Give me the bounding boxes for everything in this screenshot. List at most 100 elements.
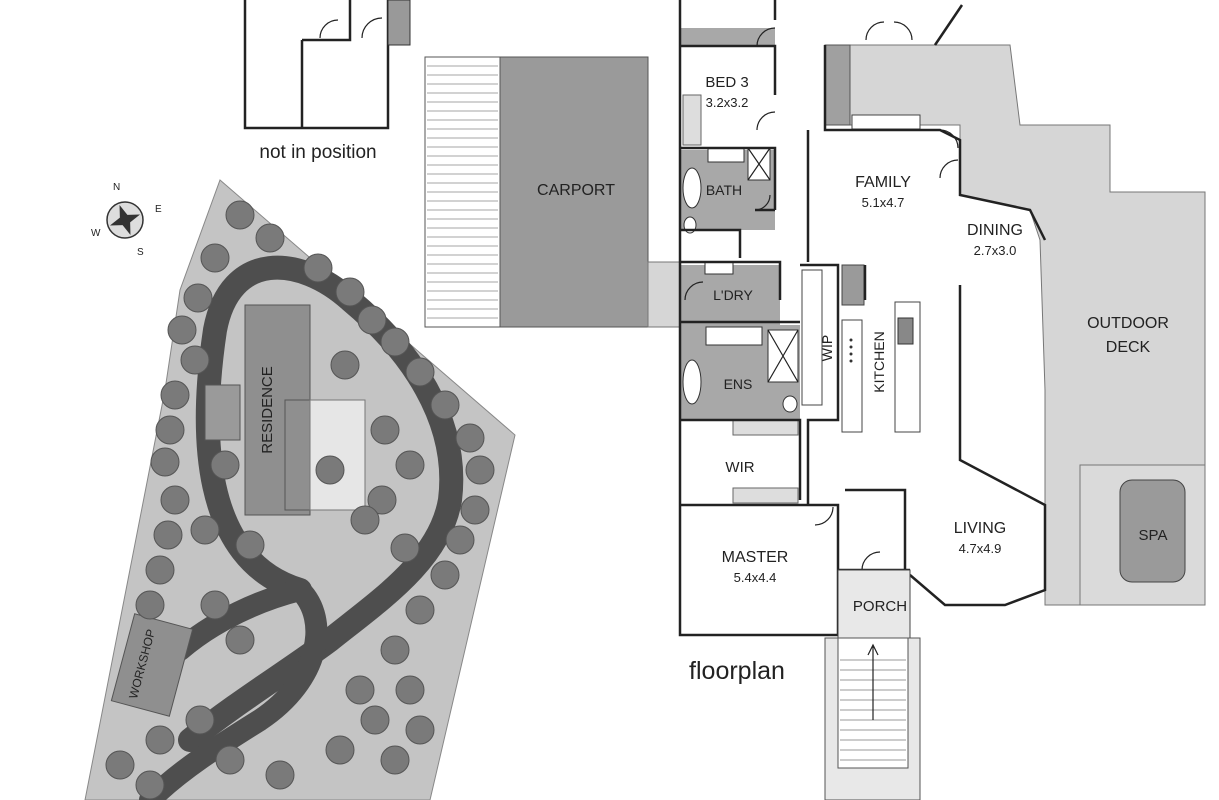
laundry-floor — [680, 265, 780, 325]
tree-icon — [455, 423, 485, 453]
detached-building: not in position — [243, 0, 411, 163]
tree-icon — [465, 455, 495, 485]
tree-icon — [390, 533, 420, 563]
tree-icon — [330, 350, 360, 380]
master-label: MASTER — [722, 549, 789, 566]
kitchen-side-bench — [841, 319, 863, 433]
ensuite-tub — [682, 359, 702, 405]
tree-icon — [153, 520, 183, 550]
kitchen-bench — [841, 264, 865, 306]
tree-icon — [303, 253, 333, 283]
tree-icon — [430, 560, 460, 590]
stairs-arrow-icon — [867, 643, 879, 720]
fridge-space — [801, 269, 823, 406]
tree-icon — [160, 380, 190, 410]
wip-label: WIP — [819, 335, 835, 361]
tree-icon — [145, 725, 175, 755]
laundry-bench — [704, 261, 734, 275]
tree-icon — [405, 357, 435, 387]
carport-link — [647, 261, 681, 328]
driveway-spur — [169, 579, 311, 661]
cooktop — [897, 317, 914, 345]
not-in-position-label: not in position — [259, 142, 376, 163]
tree-icon — [150, 447, 180, 477]
tree-icon — [357, 305, 387, 335]
tree-icon — [160, 485, 190, 515]
ensuite-toilet — [782, 395, 798, 413]
tree-icon — [460, 495, 490, 525]
porch-label: PORCH — [853, 598, 907, 615]
ensuite-vanity — [705, 326, 763, 346]
tree-icon — [315, 455, 345, 485]
kitchen-label: KITCHEN — [871, 331, 887, 392]
family-label: FAMILY — [855, 174, 911, 191]
driveway-branch — [139, 579, 328, 800]
dining-size: 2.7x3.0 — [974, 243, 1017, 258]
tree-icon — [105, 750, 135, 780]
tree-icon — [380, 635, 410, 665]
tree-icon — [200, 243, 230, 273]
carport-label: CARPORT — [537, 182, 615, 199]
carport-stair-treads — [427, 65, 498, 319]
compass-s: S — [137, 247, 144, 258]
trees — [105, 200, 495, 800]
house-plan: SPA OUTDOOR DECK — [678, 0, 1206, 800]
laundry-label: L'DRY — [713, 287, 753, 303]
tree-icon — [395, 675, 425, 705]
tree-icon — [210, 450, 240, 480]
outdoor-deck-label-2: DECK — [1106, 339, 1151, 356]
tree-icon — [185, 705, 215, 735]
spa-label: SPA — [1139, 527, 1168, 544]
tree-icon — [405, 715, 435, 745]
tree-icon — [395, 450, 425, 480]
tree-icon — [145, 555, 175, 585]
tree-icon — [350, 505, 380, 535]
living-size: 4.7x4.9 — [959, 541, 1002, 556]
tree-icon — [360, 705, 390, 735]
bed3-size: 3.2x3.2 — [706, 95, 749, 110]
wir-shelf-top — [732, 419, 799, 436]
bed3-label: BED 3 — [705, 74, 748, 91]
bath-tub — [682, 167, 702, 209]
detached-fixture — [387, 0, 411, 46]
bath-vanity — [707, 147, 745, 163]
compass-w: W — [91, 228, 101, 239]
tree-icon — [225, 200, 255, 230]
ensuite-label: ENS — [724, 376, 753, 392]
compass: N E S W — [91, 182, 162, 258]
tree-icon — [325, 735, 355, 765]
family-size: 5.1x4.7 — [862, 195, 905, 210]
living-label: LIVING — [954, 520, 1006, 537]
compass-e: E — [155, 204, 162, 215]
tree-icon — [135, 590, 165, 620]
residence-deck — [309, 399, 366, 511]
bath-label: BATH — [706, 182, 742, 198]
tree-icon — [135, 770, 165, 800]
spa — [1119, 479, 1186, 583]
family-window-unit — [851, 114, 921, 130]
kitchen-sink-dots — [849, 338, 853, 363]
residence-carport — [204, 384, 241, 441]
outdoor-deck-label-1: OUTDOOR — [1087, 315, 1169, 332]
tree-icon — [167, 315, 197, 345]
tree-icon — [180, 345, 210, 375]
tree-icon — [255, 223, 285, 253]
tree-icon — [345, 675, 375, 705]
compass-star-icon — [109, 204, 141, 236]
tree-icon — [370, 415, 400, 445]
tree-icon — [235, 530, 265, 560]
tree-icon — [380, 745, 410, 775]
wir-shelf-bottom — [732, 487, 799, 504]
wir-label: WIR — [725, 459, 754, 476]
tree-icon — [445, 525, 475, 555]
tree-icon — [190, 515, 220, 545]
tree-icon — [335, 277, 365, 307]
deck-steps — [824, 44, 851, 126]
master-size: 5.4x4.4 — [734, 570, 777, 585]
porch-floor — [837, 569, 911, 639]
tree-icon — [367, 485, 397, 515]
tree-icon — [200, 590, 230, 620]
dining-label: DINING — [967, 222, 1023, 239]
carport-slab — [499, 56, 649, 328]
